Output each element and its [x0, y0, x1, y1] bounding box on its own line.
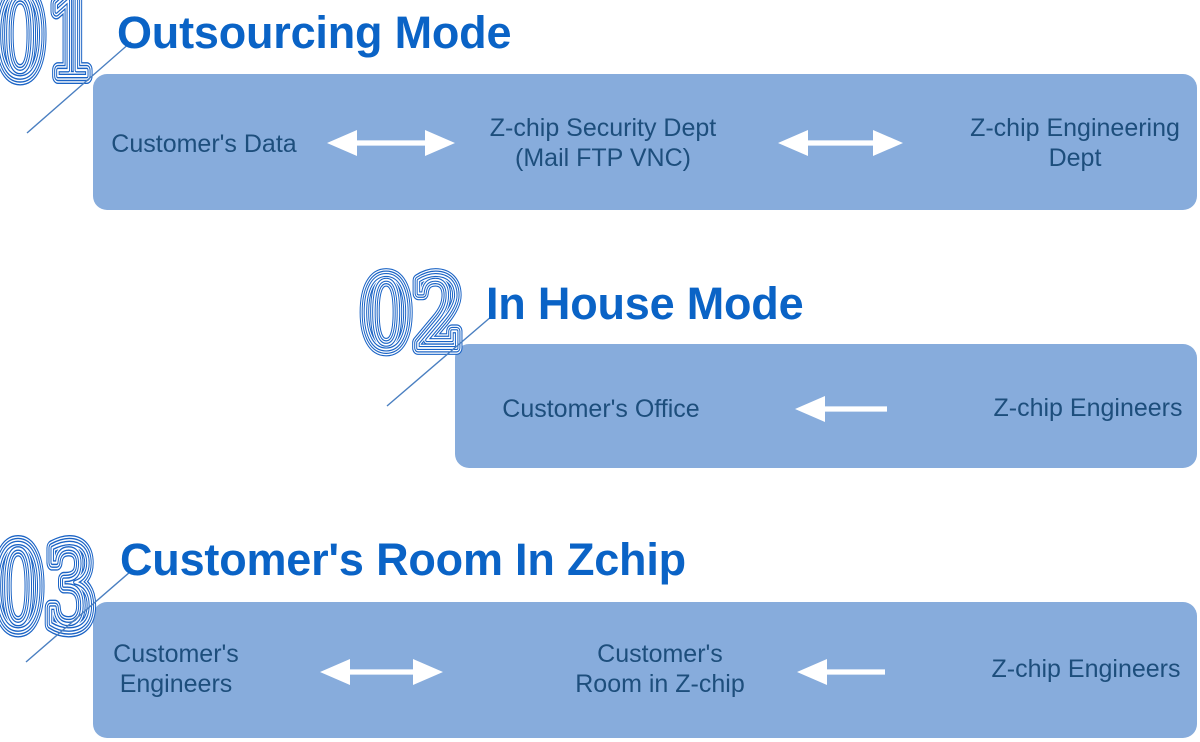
label-zchip-security-dept: Z-chip Security Dept (Mail FTP VNC) [489, 114, 717, 172]
label-customers-engineers: Customer's Engineers [113, 640, 239, 698]
outsourcing-mode-box [93, 74, 1197, 210]
section-title-customers-room: Customer's Room In Zchip [120, 534, 686, 585]
section-title-in-house: In House Mode [486, 278, 804, 329]
label-customers-data: Customer's Data [111, 130, 297, 158]
section-number-03 [0, 524, 96, 656]
label-customers-office: Customer's Office [502, 395, 700, 423]
label-zchip-engineering-dept: Z-chip Engineering Dept [970, 114, 1180, 172]
section-number-02 [360, 258, 465, 372]
section-title-outsourcing: Outsourcing Mode [117, 7, 512, 58]
section-number-01 [0, 0, 98, 104]
label-zchip-engineers-3: Z-chip Engineers [991, 655, 1181, 683]
customers-room-box [93, 602, 1197, 738]
label-customers-room-in-zchip: Customer's Room in Z-chip [575, 640, 745, 698]
label-zchip-engineers-2: Z-chip Engineers [993, 394, 1183, 422]
